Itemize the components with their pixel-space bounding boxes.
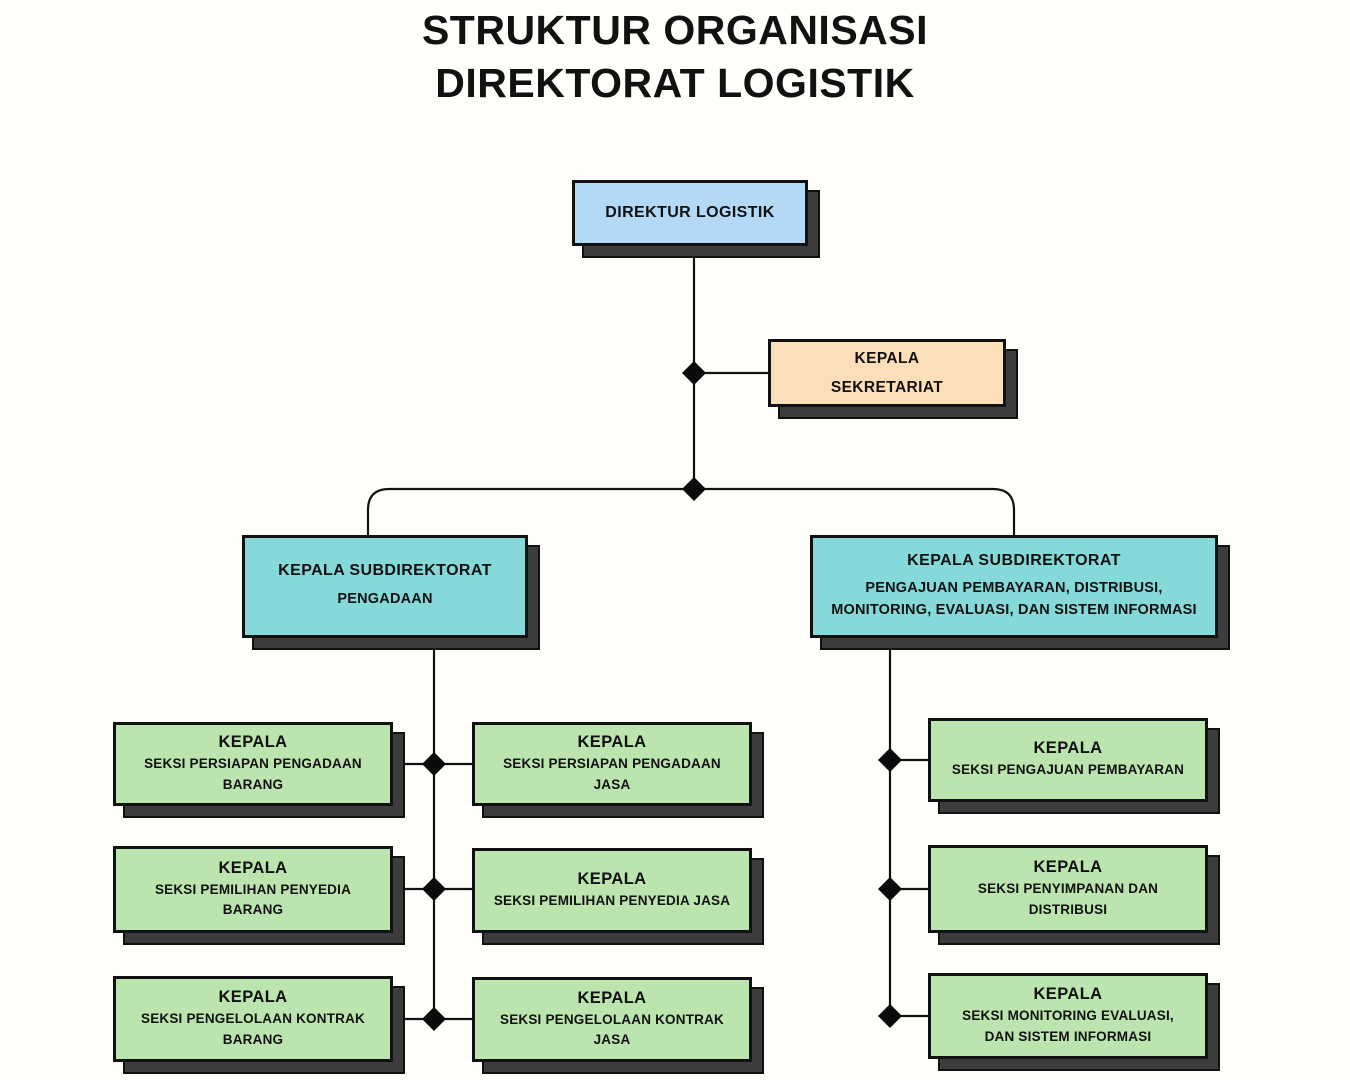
connector-diamond — [878, 877, 902, 901]
node-seksi-monitoring-evaluasi: KEPALA SEKSI MONITORING EVALUASI, DAN SI… — [928, 973, 1208, 1059]
node-subtitle: SEKSI PEMILIHAN PENYEDIA BARANG — [154, 881, 352, 917]
node-seksi-pemilihan-penyedia-jasa: KEPALA SEKSI PEMILIHAN PENYEDIA JASA — [472, 848, 752, 933]
connector-diamond — [682, 477, 706, 501]
node-subtitle: SEKSI PEMILIHAN PENYEDIA JASA — [493, 892, 731, 908]
node-heading: KEPALA — [1033, 985, 1103, 1004]
node-kepala-sekretariat: KEPALA SEKRETARIAT — [768, 339, 1006, 407]
node-heading: KEPALA — [577, 733, 647, 752]
node-subtitle: SEKSI PENGELOLAAN KONTRAK JASA — [499, 1011, 724, 1047]
chart-title-line1: STRUKTUR ORGANISASI — [421, 7, 929, 53]
connector-diamond — [422, 1007, 446, 1031]
node-subdit-pengadaan: KEPALA SUBDIREKTORAT PENGADAAN — [242, 535, 528, 638]
node-subtitle: SEKSI PERSIAPAN PENGADAAN JASA — [503, 756, 721, 792]
node-subdit-pembayaran-distribusi: KEPALA SUBDIREKTORAT PENGAJUAN PEMBAYARA… — [810, 535, 1218, 638]
node-seksi-pengajuan-pembayaran: KEPALA SEKSI PENGAJUAN PEMBAYARAN — [928, 718, 1208, 802]
connector-diamond — [878, 748, 902, 772]
node-subtitle: PENGAJUAN PEMBAYARAN, DISTRIBUSI, MONITO… — [831, 579, 1197, 618]
node-heading: KEPALA — [218, 733, 288, 752]
node-subtitle: SEKSI MONITORING EVALUASI, DAN SISTEM IN… — [962, 1008, 1174, 1044]
node-seksi-pengelolaan-kontrak-barang: KEPALA SEKSI PENGELOLAAN KONTRAK BARANG — [113, 976, 393, 1062]
node-heading: KEPALA — [218, 858, 288, 877]
connector-diamond — [422, 752, 446, 776]
node-subtitle: SEKSI PENGELOLAAN KONTRAK BARANG — [140, 1011, 365, 1047]
node-direktur-logistik: DIREKTUR LOGISTIK — [572, 180, 808, 246]
node-heading: KEPALA — [577, 869, 647, 888]
node-heading: KEPALA SUBDIREKTORAT — [907, 551, 1121, 569]
node-heading: KEPALA — [577, 988, 647, 1007]
connector-diamond — [422, 877, 446, 901]
node-subtitle: SEKSI PENYIMPANAN DAN DISTRIBUSI — [977, 881, 1159, 917]
node-subtitle: SEKSI PERSIAPAN PENGADAAN BARANG — [144, 756, 362, 792]
connector-diamond — [878, 1004, 902, 1028]
node-heading: KEPALA SUBDIREKTORAT — [278, 562, 492, 580]
node-label: KEPALA SEKRETARIAT — [830, 349, 944, 396]
chart-title: STRUKTUR ORGANISASI DIREKTORAT LOGISTIK — [0, 4, 1350, 110]
node-seksi-persiapan-pengadaan-jasa: KEPALA SEKSI PERSIAPAN PENGADAAN JASA — [472, 722, 752, 806]
node-seksi-persiapan-pengadaan-barang: KEPALA SEKSI PERSIAPAN PENGADAAN BARANG — [113, 722, 393, 806]
connector-diamond — [682, 361, 706, 385]
node-heading: KEPALA — [1033, 739, 1103, 758]
node-heading: KEPALA — [218, 988, 288, 1007]
node-subtitle: SEKSI PENGAJUAN PEMBAYARAN — [951, 762, 1185, 778]
node-heading: KEPALA — [1033, 858, 1103, 877]
node-seksi-pemilihan-penyedia-barang: KEPALA SEKSI PEMILIHAN PENYEDIA BARANG — [113, 846, 393, 933]
chart-title-line2: DIREKTORAT LOGISTIK — [435, 60, 915, 106]
node-seksi-penyimpanan-distribusi: KEPALA SEKSI PENYIMPANAN DAN DISTRIBUSI — [928, 845, 1208, 933]
node-subtitle: PENGADAAN — [337, 591, 433, 608]
node-label: DIREKTUR LOGISTIK — [605, 204, 775, 221]
node-seksi-pengelolaan-kontrak-jasa: KEPALA SEKSI PENGELOLAAN KONTRAK JASA — [472, 977, 752, 1062]
